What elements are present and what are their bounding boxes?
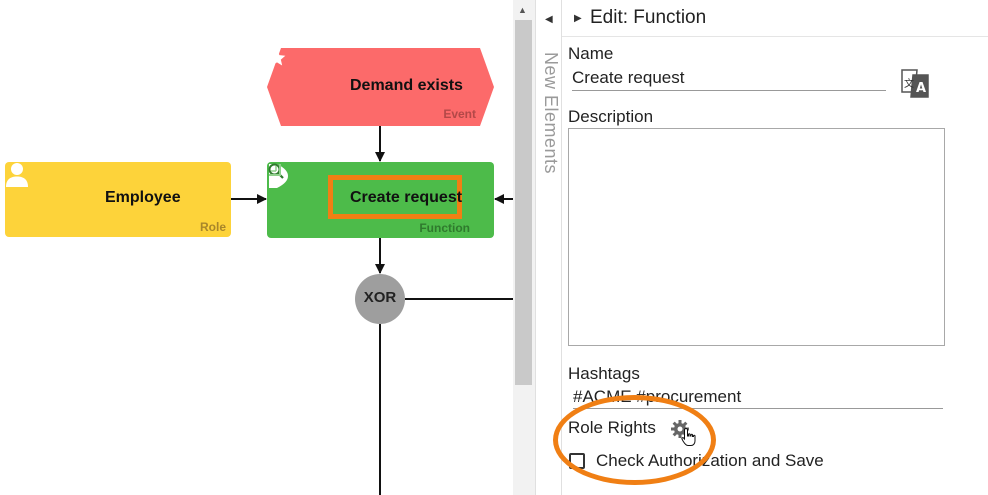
person-icon <box>6 163 28 187</box>
translate-icon[interactable]: 文 A <box>898 66 932 100</box>
description-field[interactable] <box>568 128 945 346</box>
role-node[interactable]: Employee Role <box>5 162 231 237</box>
resize-handle-icon[interactable] <box>267 162 285 180</box>
event-label: Demand exists <box>350 77 463 94</box>
canvas-scrollbar[interactable]: ▲ <box>513 0 535 495</box>
process-canvas[interactable]: Demand exists Event Employee Role Create… <box>0 0 513 495</box>
function-type-tag: Function <box>419 221 470 235</box>
name-field[interactable]: Create request <box>572 68 886 91</box>
xor-gateway[interactable]: XOR <box>355 274 405 324</box>
event-node[interactable]: Demand exists Event <box>267 48 494 126</box>
expand-right-icon[interactable]: ▶ <box>574 13 582 24</box>
function-label-highlight <box>328 175 462 219</box>
event-shape <box>267 48 494 126</box>
svg-text:文: 文 <box>904 77 914 90</box>
function-node[interactable]: Create request Function <box>267 162 494 238</box>
connectors <box>231 126 513 495</box>
collapse-left-icon[interactable]: ◀ <box>545 14 553 25</box>
hashtags-label: Hashtags <box>568 364 640 383</box>
svg-text:A: A <box>916 81 926 96</box>
xor-label: XOR <box>363 289 397 306</box>
role-type-tag: Role <box>199 220 226 234</box>
function-label[interactable]: Create request <box>350 189 463 206</box>
role-label: Employee <box>105 189 181 206</box>
event-type-tag: Event <box>443 107 476 121</box>
panel-header[interactable]: ▶ Edit: Function <box>562 0 988 37</box>
star-icon <box>268 49 286 66</box>
new-elements-palette[interactable]: ◀ New Elements <box>535 0 562 495</box>
scroll-up-icon[interactable]: ▲ <box>518 5 527 15</box>
role-rights-highlight <box>553 395 716 485</box>
description-label: Description <box>568 107 654 126</box>
name-label: Name <box>568 44 614 63</box>
panel-title: Edit: Function <box>590 7 707 28</box>
scroll-thumb[interactable] <box>515 20 532 385</box>
palette-label[interactable]: New Elements <box>541 52 561 175</box>
